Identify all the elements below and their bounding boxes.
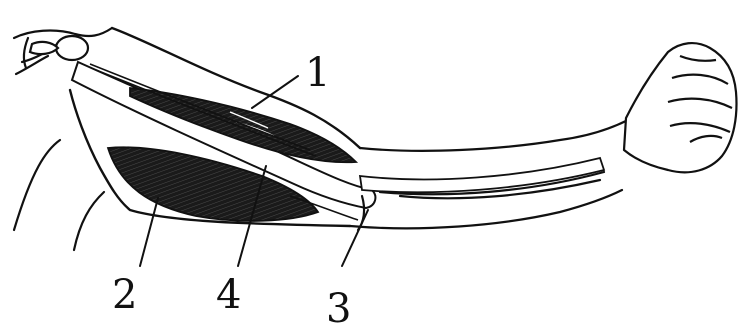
shoulder-outline	[14, 28, 112, 250]
callout-label-2: 2	[112, 272, 137, 318]
fist	[624, 43, 736, 172]
callout-label-1: 1	[305, 50, 330, 96]
leader-line-2	[140, 198, 158, 266]
callout-label-4: 4	[216, 272, 241, 318]
callout-label-3: 3	[326, 286, 351, 330]
